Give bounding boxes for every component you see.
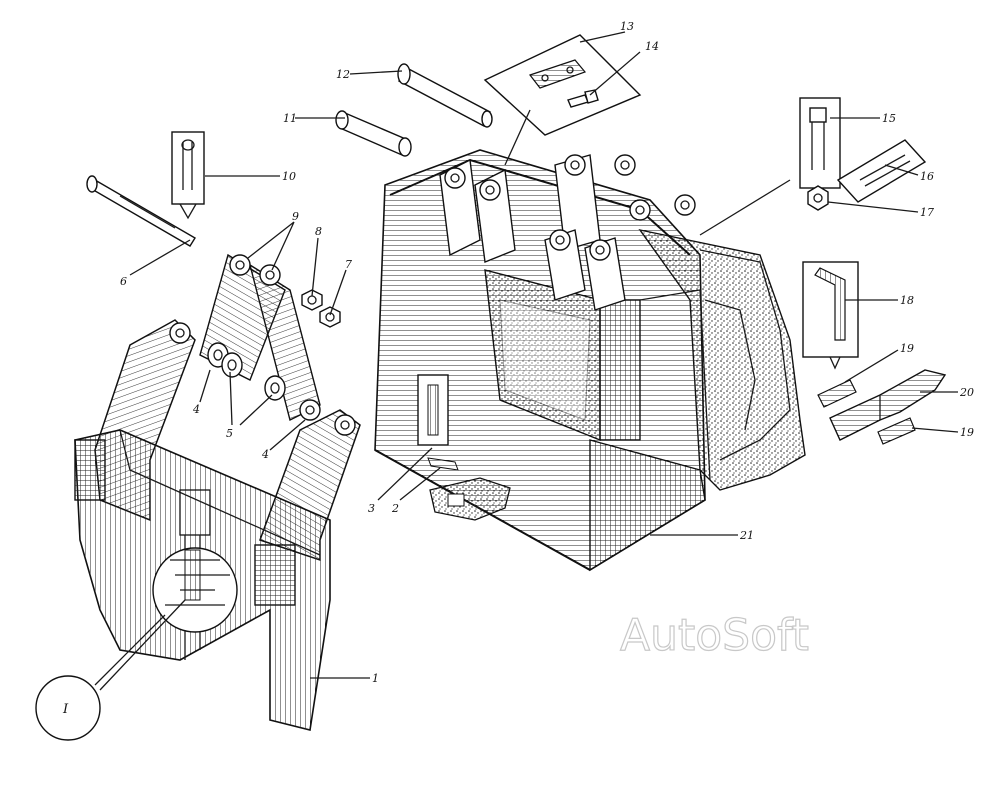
cotter-pin-inset-10 <box>171 131 205 220</box>
watermark: AutoSoft <box>620 610 809 661</box>
callout-5: 5 <box>226 427 233 440</box>
callout-15: 15 <box>882 112 896 125</box>
key-inset-18 <box>802 261 859 370</box>
mounting-frame <box>74 319 361 731</box>
callout-17: 17 <box>920 206 934 219</box>
pin-nut-inset-15-17 <box>699 97 841 236</box>
callout-4a: 4 <box>192 403 200 416</box>
bucket-hinge-lugs <box>439 154 696 311</box>
links <box>199 253 321 422</box>
callout-3: 3 <box>368 502 375 515</box>
pin-11 <box>335 110 412 157</box>
bushings <box>207 342 286 401</box>
tooth-20 <box>829 369 947 441</box>
callout-12: 12 <box>336 68 350 81</box>
cotter-inset-16 <box>836 139 927 203</box>
callout-19a: 19 <box>900 342 914 355</box>
leader-lines <box>94 31 959 691</box>
callout-19b: 19 <box>960 426 974 439</box>
latch-plate <box>429 477 511 521</box>
callout-4b: 4 <box>261 448 269 461</box>
plate-bolt-inset-13-14 <box>483 34 642 166</box>
key-2 <box>427 457 459 471</box>
nuts <box>301 289 341 328</box>
callout-9: 9 <box>292 210 299 223</box>
callout-10: 10 <box>282 170 296 183</box>
shims-19 <box>817 379 916 445</box>
callout-2: 2 <box>391 502 399 515</box>
callout-8: 8 <box>315 225 322 238</box>
detail-balloon-label: I <box>62 702 69 717</box>
callout-21: 21 <box>739 529 754 542</box>
callout-20: 20 <box>959 386 974 399</box>
callout-18: 18 <box>900 294 914 307</box>
callout-6: 6 <box>120 275 127 288</box>
bucket <box>374 149 806 572</box>
callout-16: 16 <box>920 170 934 183</box>
callout-11: 11 <box>283 112 297 125</box>
callout-14: 14 <box>645 40 659 53</box>
pin-12 <box>397 63 493 128</box>
pin-inset-3 <box>417 374 449 446</box>
callout-7: 7 <box>345 258 352 271</box>
pin-6 <box>86 175 196 247</box>
detail-balloon: I <box>35 675 101 741</box>
callout-labels: 1 2 3 4 4 5 6 7 8 9 10 11 12 13 14 15 16… <box>120 20 974 685</box>
callout-13: 13 <box>620 20 634 33</box>
callout-1: 1 <box>372 672 379 685</box>
